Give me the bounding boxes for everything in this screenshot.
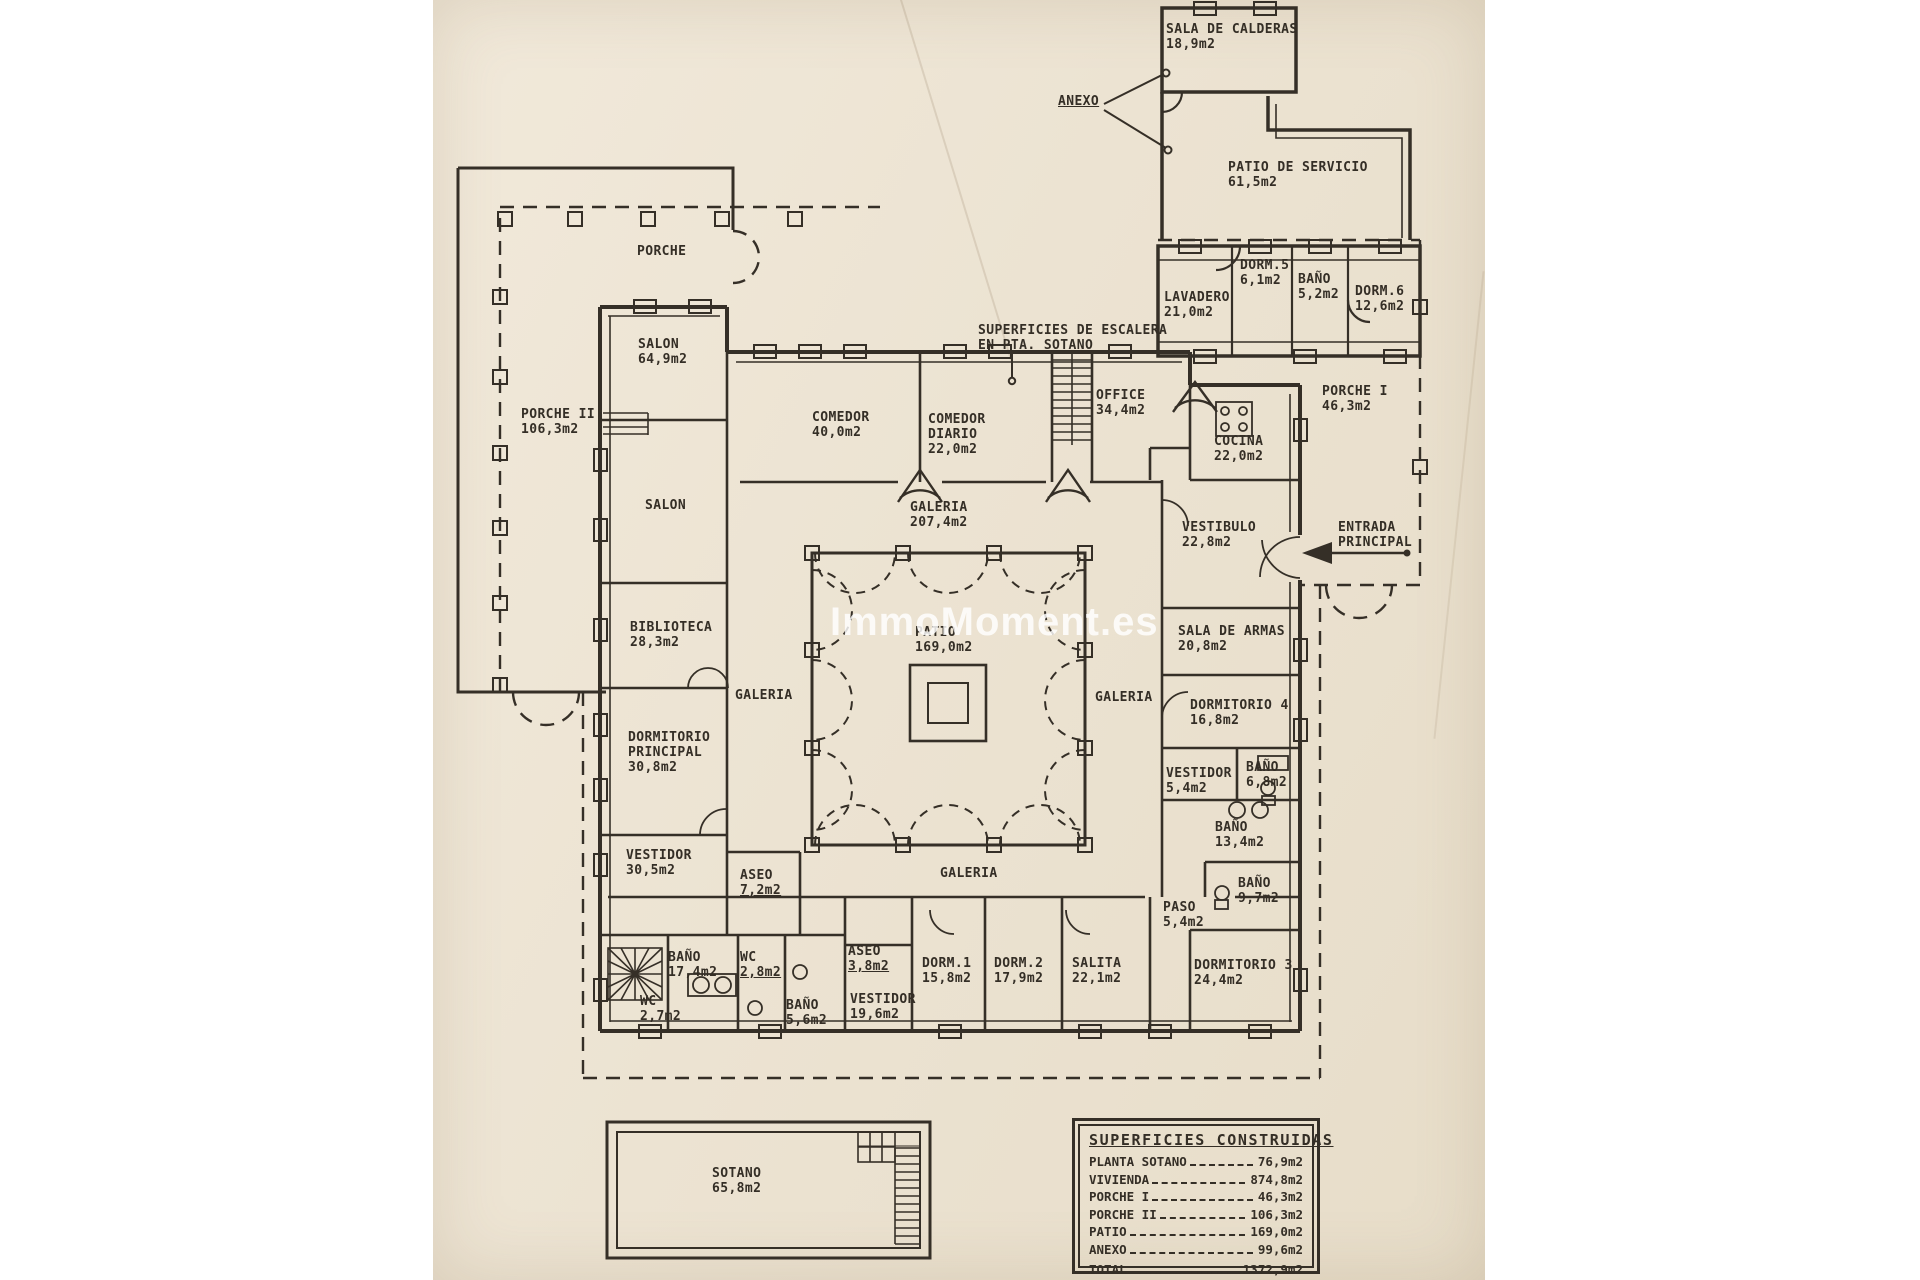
annex-walls — [1156, 6, 1422, 358]
patio-fountain — [908, 663, 988, 743]
shower-hatch-square — [607, 947, 663, 1001]
cocina-stove — [1215, 401, 1253, 437]
anexo-leader-lines — [1103, 68, 1173, 155]
legend-row: PORCHE II 106,3m2 — [1089, 1207, 1303, 1225]
patio-walls — [810, 551, 1087, 847]
legend-row: PORCHE I 46,3m2 — [1089, 1189, 1303, 1207]
staircase-main — [1052, 352, 1092, 445]
legend-row-value: 106,3m2 — [1250, 1206, 1303, 1222]
legend-row-name: PORCHE I — [1089, 1189, 1150, 1205]
annex-wall-inner-lines — [1158, 104, 1420, 343]
window-blocks — [593, 1, 1407, 1039]
legend-row-value: 874,8m2 — [1250, 1171, 1303, 1187]
legend-row-value: 46,3m2 — [1257, 1189, 1303, 1205]
sotano-outline — [605, 1120, 932, 1260]
legend-row: PATIO 169,0m2 — [1089, 1224, 1303, 1242]
watermark-text: ImmoMoment.es — [830, 600, 1159, 644]
legend-row: VIVIENDA 874,8m2 — [1089, 1172, 1303, 1190]
house-outer-walls — [598, 305, 1302, 1033]
legend-row-value: 76,9m2 — [1257, 1154, 1303, 1169]
legend-row-leader — [1152, 1199, 1253, 1202]
legend-row-value: 1372,9m2 — [1242, 1261, 1303, 1277]
legend-row-leader — [1129, 1271, 1238, 1274]
legend-row-leader — [1129, 1251, 1253, 1254]
legend-row-name: VIVIENDA — [1089, 1171, 1150, 1187]
legend-row-name: TOTAL — [1089, 1261, 1127, 1277]
porche-terrace-outline — [456, 166, 735, 694]
legend-row-value: 99,6m2 — [1257, 1241, 1303, 1257]
scanned-paper-background — [433, 0, 1485, 1280]
legend-box: SUPERFICIES CONSTRUIDAS PLANTA SOTANO 76,… — [1072, 1118, 1334, 1277]
annex-partitions — [1161, 91, 1371, 356]
legend-row-leader — [1152, 1181, 1246, 1184]
salon-step-detail — [603, 412, 649, 435]
door-swing-arcs — [687, 499, 1301, 935]
patio-awning-arcs — [811, 552, 1086, 846]
bathroom-fixtures — [687, 755, 1289, 1016]
legend-row: PLANTA SOTANO 76,9m2 — [1089, 1154, 1303, 1172]
interior-walls — [600, 352, 1300, 1031]
legend-row-name: ANEXO — [1089, 1241, 1127, 1257]
double-door-fan-symbols — [897, 379, 1218, 503]
legend-row-name: PLANTA SOTANO — [1089, 1154, 1187, 1169]
legend-title: SUPERFICIES CONSTRUIDAS — [1089, 1131, 1334, 1149]
patio-pilasters — [804, 545, 1093, 853]
legend-row: ANEXO 99,6m2 — [1089, 1242, 1303, 1260]
entrada-principal-arrow — [1302, 542, 1411, 564]
legend-row-name: PORCHE II — [1089, 1206, 1157, 1222]
legend-row-value: 169,0m2 — [1250, 1224, 1303, 1240]
legend-row-name: PATIO — [1089, 1224, 1127, 1240]
legend-row-leader — [1189, 1164, 1253, 1166]
legend-row-leader — [1159, 1216, 1246, 1219]
house-wall-inner-lines — [608, 315, 1292, 1022]
porche-dashed-boundary — [498, 205, 1422, 1080]
legend-inner-border: SUPERFICIES CONSTRUIDAS PLANTA SOTANO 76,… — [1078, 1124, 1334, 1277]
sotano-stairs — [857, 1131, 920, 1245]
legend-row-leader — [1129, 1234, 1246, 1237]
legend-row: TOTAL 1372,9m2 — [1089, 1262, 1303, 1280]
